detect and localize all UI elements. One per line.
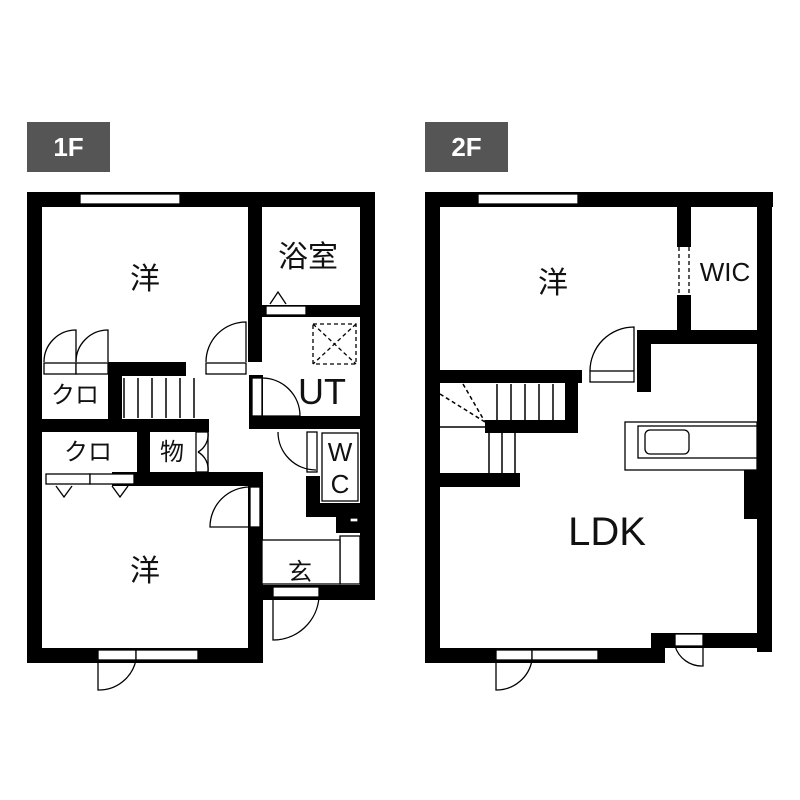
stairs-1f: [123, 378, 195, 418]
room-label-walk-in-closet: WIC: [699, 257, 751, 287]
room-label-closet-lower: クロ: [64, 438, 112, 466]
room-label-entrance: 玄: [288, 558, 312, 586]
room-label-ldk: LDK: [568, 510, 646, 554]
room-label-western-1f-bottom: 洋: [130, 554, 160, 589]
room-label-western-2f: 洋: [538, 266, 568, 301]
room-label-western-1f-top: 洋: [130, 262, 160, 297]
floor-badge-1f: 1F: [27, 122, 110, 172]
room-label-toilet-w: W: [327, 437, 353, 467]
floor-badge-2f: 2F: [425, 122, 508, 172]
floor-1f-walls: [27, 192, 375, 663]
stairs-2f: [439, 383, 554, 473]
room-label-utility: UT: [298, 371, 346, 412]
room-label-bathroom: 浴室: [278, 240, 338, 275]
room-label-toilet-c: C: [330, 469, 350, 499]
room-label-storage: 物: [160, 438, 184, 466]
floor-2f-walls: [425, 192, 773, 663]
room-label-closet-upper: クロ: [51, 381, 99, 409]
